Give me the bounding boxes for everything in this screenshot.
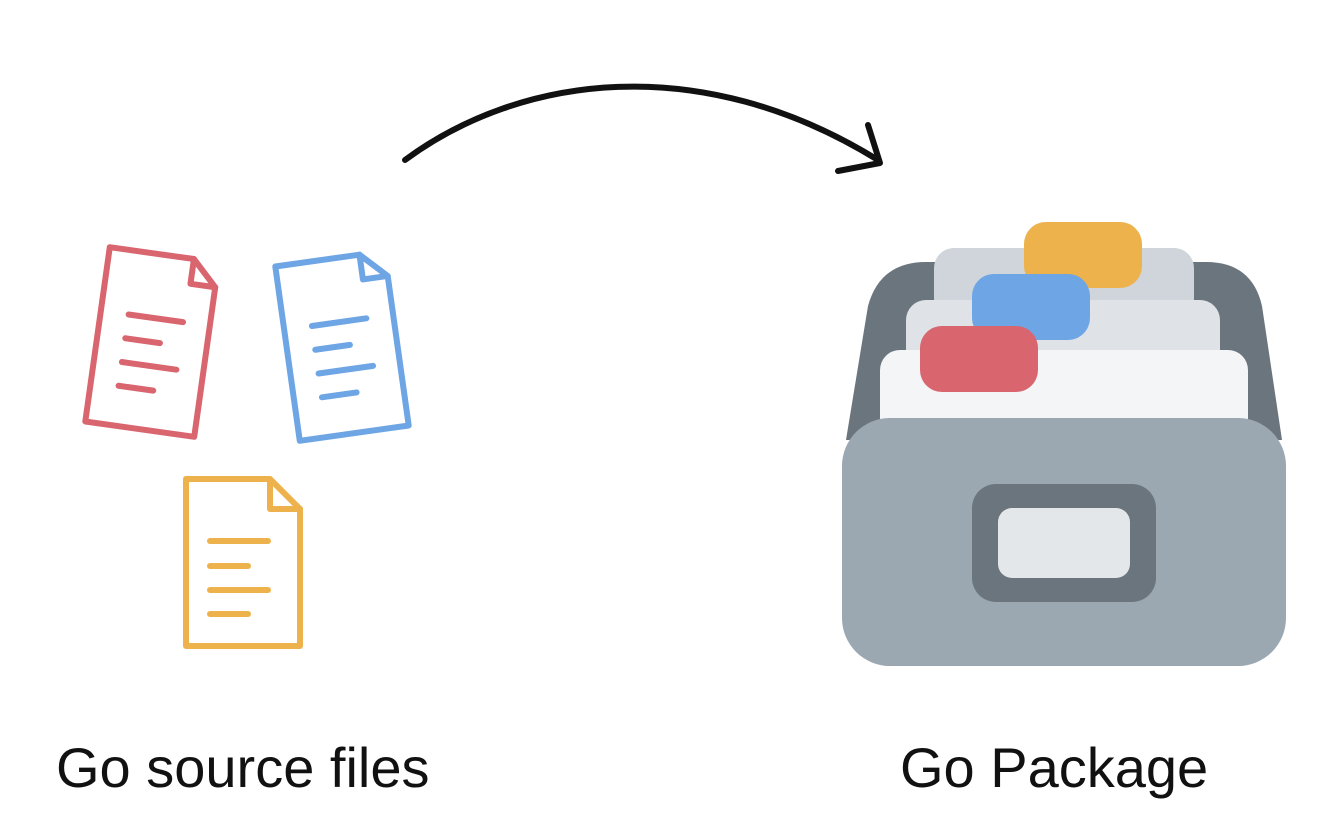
tab-yellow	[1024, 222, 1142, 288]
package-label: Go Package	[900, 736, 1209, 799]
document-icon-yellow	[183, 476, 303, 649]
card-file-box-icon	[842, 222, 1286, 666]
source-files-label: Go source files	[56, 736, 430, 799]
curved-arrow-icon	[402, 83, 883, 174]
document-icon-blue	[272, 251, 412, 444]
tab-blue	[972, 274, 1090, 340]
tab-red	[920, 326, 1038, 392]
document-icon-red	[82, 244, 219, 440]
label-plate	[998, 508, 1130, 578]
